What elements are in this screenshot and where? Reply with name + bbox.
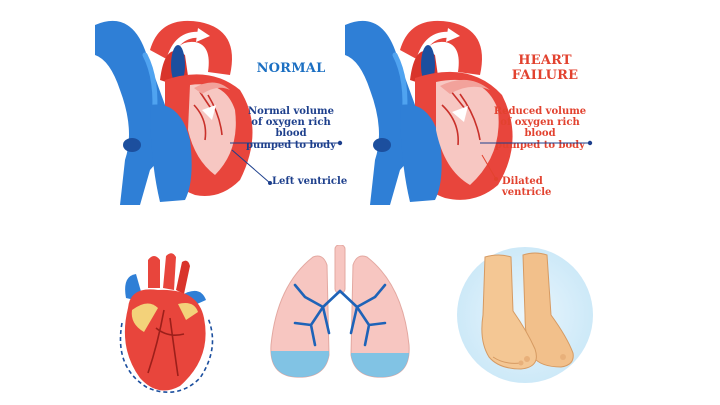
failure-ventricle-label: Dilated ventricle bbox=[502, 176, 552, 199]
normal-ventricle-label: Left ventricle bbox=[272, 176, 348, 187]
normal-leader-lines bbox=[230, 140, 343, 185]
normal-volume-note: Normal volume of oxygen rich blood pumpe… bbox=[246, 106, 336, 151]
enlarged-heart-icon bbox=[119, 253, 214, 394]
swollen-feet-icon bbox=[457, 247, 593, 383]
enlarged-heart bbox=[108, 248, 218, 398]
swollen-feet bbox=[455, 245, 595, 385]
lungs-fluid bbox=[265, 245, 415, 390]
failure-heart-diagram bbox=[340, 10, 520, 205]
lungs-fluid-icon bbox=[270, 245, 410, 378]
heart-normal-icon bbox=[95, 20, 253, 205]
failure-title: HEART FAILURE bbox=[511, 53, 579, 83]
failure-leader-lines bbox=[480, 140, 593, 181]
normal-title: NORMAL bbox=[256, 61, 326, 76]
heart-failure-icon bbox=[345, 20, 513, 205]
normal-heart-diagram bbox=[90, 10, 260, 205]
failure-volume-note: Reduced volume of oxygen rich blood pump… bbox=[493, 106, 587, 151]
